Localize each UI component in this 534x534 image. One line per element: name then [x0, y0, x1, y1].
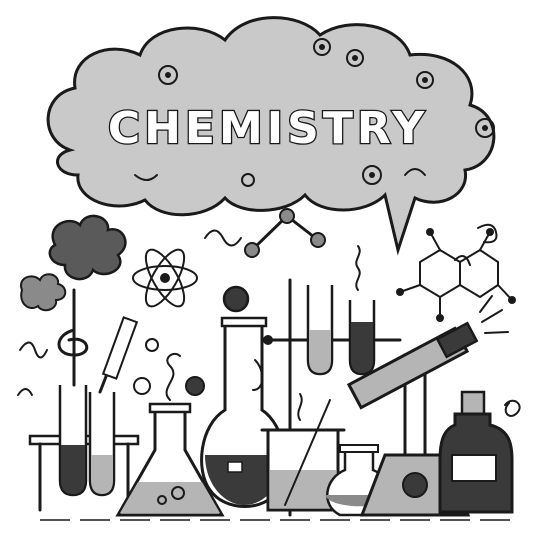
erlenmeyer-flask	[115, 338, 225, 517]
atom-icon	[132, 248, 198, 308]
reagent-bottle	[438, 390, 521, 514]
molecular-structure-icon	[396, 223, 516, 322]
chemistry-title: CHEMISTRY	[108, 103, 428, 154]
smoke-puffs	[20, 214, 127, 312]
beaker	[260, 393, 346, 512]
decorative-squiggles	[17, 255, 520, 521]
thought-cloud: CHEMISTRY	[46, 16, 496, 256]
round-bottom-flask	[200, 285, 287, 508]
molecule-icon	[204, 208, 326, 258]
test-tube-rack	[28, 288, 140, 512]
cloud-bubble-icons	[134, 38, 495, 187]
ring-stand	[263, 245, 402, 517]
